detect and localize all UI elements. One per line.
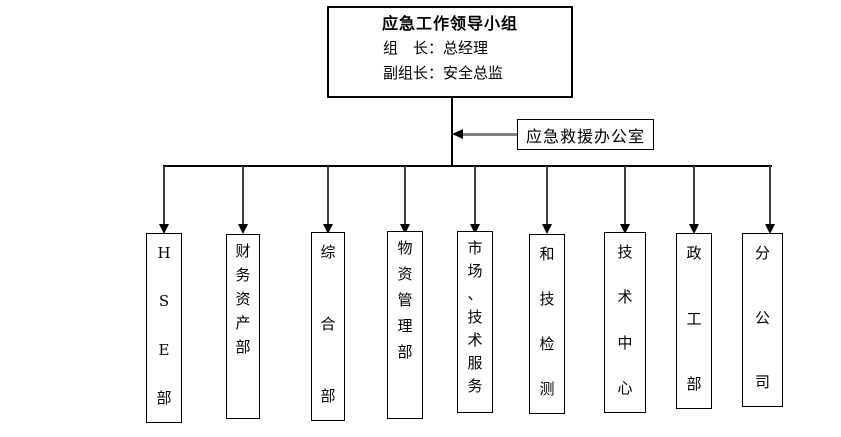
down-arrowhead-icon [323,224,333,234]
dept-name-char: 技 [467,308,483,326]
dept-name-char: 分 [754,244,770,262]
down-arrowhead-icon [400,224,410,234]
dept-name-char: 检 [539,335,555,353]
dept-name-char: E [158,340,170,359]
drop-arrow-shaft [404,166,406,225]
drop-arrow-shaft [163,166,165,225]
connector-horizontal-main [163,165,772,167]
left-arrowhead-icon [452,129,463,139]
dept-box-political-work: 政工部 [676,233,712,409]
dept-name-char: 合 [320,315,336,333]
dept-name-char: 和 [539,245,555,263]
leader-group-title: 应急工作领导小组 [381,14,518,33]
rescue-office-box: 应急救援办公室 [517,119,654,150]
drop-arrow-shaft [474,166,476,225]
down-arrowhead-icon [159,224,169,234]
drop-arrow-shaft [769,166,771,225]
dept-name-char: 管 [397,291,413,309]
dept-name-char: 部 [156,388,172,407]
dept-name-char: 心 [617,378,633,397]
down-arrowhead-icon [689,224,699,234]
dept-box-finance-assets: 财务资产部 [226,234,260,419]
dept-name-char: H [157,244,171,262]
deputy-leader-line: 副组长：安全总监 [383,64,504,82]
dept-name-char: 理 [397,317,413,335]
dept-name-char: 务 [235,266,251,284]
drop-arrow-shaft [624,166,626,225]
dept-name-char: 司 [754,373,770,391]
dept-name-char: 务 [467,377,483,395]
dept-name-char: S [158,292,170,311]
dept-name-char: 市 [467,239,483,257]
dept-name-char: 服 [467,354,483,372]
office-arrow-shaft [463,133,517,136]
drop-arrow-shaft [693,166,695,225]
dept-name-char: 部 [320,387,336,405]
dept-name-char: 公 [754,308,770,327]
down-arrowhead-icon [470,224,480,234]
dept-name-char: 工 [686,309,702,328]
down-arrowhead-icon [765,224,775,234]
dept-name-char: 物 [397,239,413,257]
dept-name-char: 、 [467,285,483,303]
dept-name-char: 测 [539,380,555,398]
dept-name-char: 政 [686,244,702,262]
drop-arrow-shaft [327,166,329,225]
dept-name-char: 术 [467,331,483,349]
dept-box-tech-inspection: 和技检测 [529,234,565,414]
down-arrowhead-icon [620,224,630,234]
leader-line: 组 长：总经理 [383,39,489,57]
dept-name-char: 术 [617,288,633,307]
down-arrowhead-icon [238,224,248,234]
down-arrowhead-icon [542,224,552,234]
dept-name-char: 技 [617,243,633,261]
dept-name-char: 部 [397,343,413,361]
dept-name-char: 中 [617,333,633,352]
dept-name-char: 部 [686,375,702,393]
dept-box-market-tech-service: 市场、技术服务 [457,231,493,413]
dept-name-char: 部 [235,338,251,356]
dept-box-branch-company: 分公司 [742,233,783,407]
dept-box-general-affairs: 综合部 [311,232,345,421]
dept-box-materials-mgmt: 物资管理部 [387,231,423,419]
dept-name-char: 综 [320,243,336,261]
dept-name-char: 场 [467,262,483,280]
dept-name-char: 产 [235,314,251,332]
dept-box-tech-center: 技术中心 [604,232,646,413]
drop-arrow-shaft [546,166,548,225]
dept-name-char: 资 [397,265,413,283]
drop-arrow-shaft [242,166,244,225]
dept-name-char: 技 [539,290,555,308]
leader-group-box: 应急工作领导小组 组 长：总经理 副组长：安全总监 [327,6,573,98]
dept-name-char: 资 [235,290,251,308]
dept-name-char: 财 [235,242,251,260]
dept-box-hse: H S E 部 [146,233,182,423]
